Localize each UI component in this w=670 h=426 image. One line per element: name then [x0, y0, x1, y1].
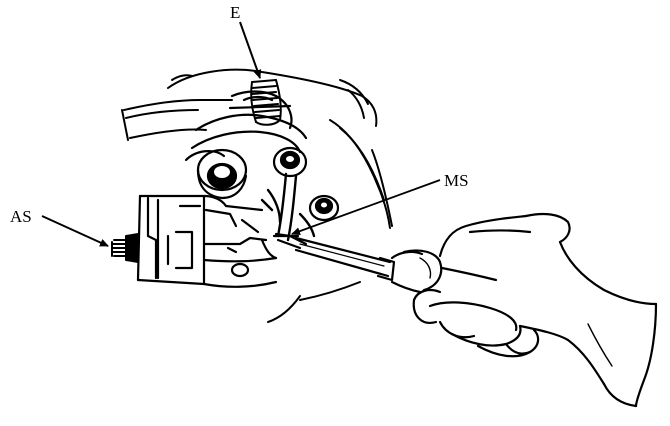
link-rod — [260, 172, 316, 242]
callout-label-ms: MS — [444, 171, 469, 190]
mounting-bolt-upper — [272, 146, 308, 178]
pump-body — [136, 194, 300, 288]
lever-arm — [184, 90, 308, 162]
adjusting-stop-screw — [111, 233, 139, 263]
leader-arrow-as — [41, 215, 109, 247]
screwdriver — [274, 232, 396, 282]
leader-arrow-e — [239, 21, 262, 79]
outer-housing — [121, 68, 393, 323]
mounting-bolt-right — [308, 194, 340, 222]
callout-label-e: E — [230, 3, 240, 22]
hand — [390, 212, 658, 408]
callout-label-as: AS — [10, 207, 32, 226]
leader-arrow-ms — [291, 179, 441, 236]
mounting-bolt-left — [196, 148, 248, 200]
adjusting-spring — [250, 79, 282, 126]
